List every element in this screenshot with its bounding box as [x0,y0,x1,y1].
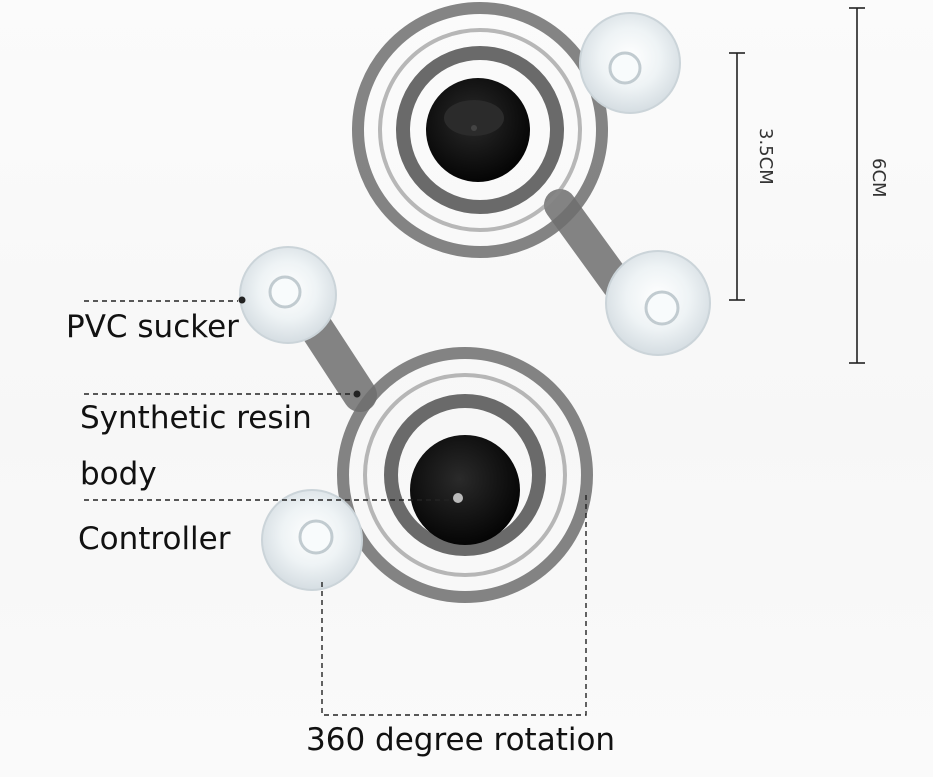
dimension-brackets [729,7,865,364]
synthetic-resin-label: Synthetic resin [80,400,312,436]
rotation-label: 360 degree rotation [306,722,616,758]
body-label: body [80,456,157,492]
leader-lines [84,300,587,716]
bottom-joystick [238,246,593,603]
controller-label: Controller [78,521,231,557]
dimension-large-label: 6CM [868,158,889,198]
pvc-sucker-label: PVC sucker [66,309,239,345]
top-joystick [352,2,711,356]
dimension-small-label: 3.5CM [755,128,776,185]
